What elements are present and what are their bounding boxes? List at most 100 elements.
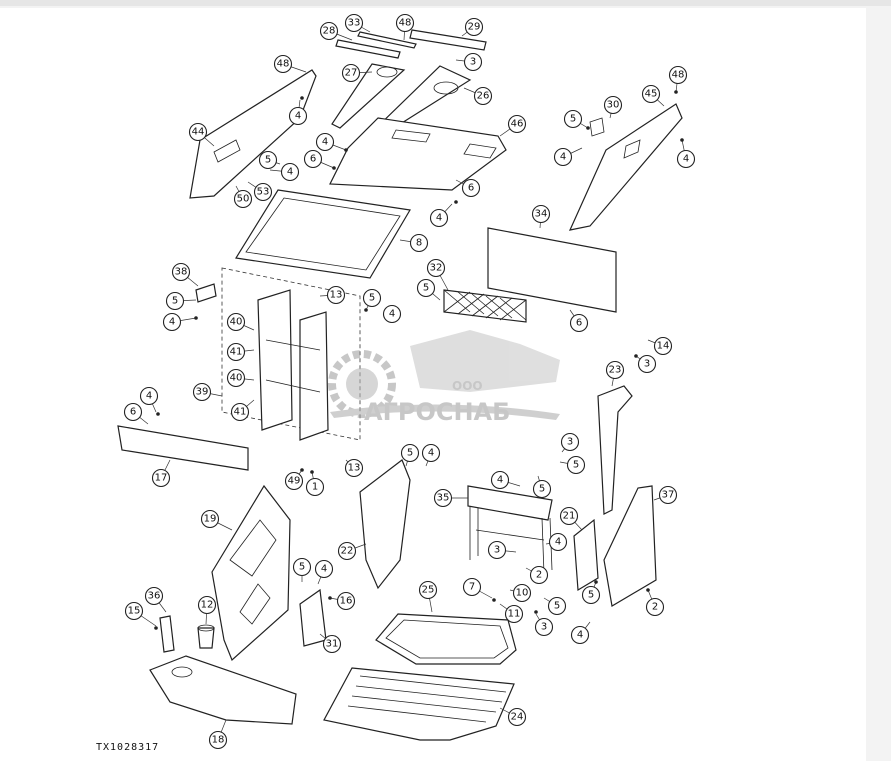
callout: 4 [421,443,441,463]
right-margin-strip [866,8,891,761]
svg-text:4: 4 [322,137,328,148]
top-toolbar-strip [0,0,891,6]
part-28-bracket [335,39,401,59]
svg-text:37: 37 [662,490,675,501]
callout: 8 [409,233,429,253]
callout: 5 [563,109,583,129]
callout: 37 [658,485,678,505]
svg-text:8: 8 [416,238,422,249]
part-12-rim [197,624,215,632]
svg-text:13: 13 [330,290,343,301]
svg-text:34: 34 [535,209,548,220]
callout: 17 [151,468,171,488]
svg-text:45: 45 [645,89,658,100]
part-36-strip [159,615,175,653]
callout: 26 [473,86,493,106]
svg-text:5: 5 [265,155,271,166]
callout: 38 [171,262,191,282]
svg-text:4: 4 [577,630,583,641]
svg-text:2: 2 [536,570,542,581]
callout: 3 [487,540,507,560]
svg-text:39: 39 [196,387,209,398]
callout: 4 [570,625,590,645]
part-17-bar [117,425,249,471]
svg-text:4: 4 [555,537,561,548]
callout: 34 [531,204,551,224]
callout: 13 [344,458,364,478]
callout: 22 [337,541,357,561]
callout: 6 [303,149,323,169]
svg-text:3: 3 [494,545,500,556]
part-31-panel [299,588,327,647]
svg-text:15: 15 [128,606,141,617]
part-24-ribs [347,675,507,723]
svg-text:12: 12 [201,600,214,611]
callout: 6 [461,178,481,198]
svg-text:4: 4 [428,448,434,459]
callout: 33 [344,13,364,33]
svg-text:4: 4 [436,213,442,224]
svg-text:36: 36 [148,591,161,602]
svg-text:17: 17 [155,473,168,484]
callout: 5 [416,278,436,298]
part-18-hole [171,666,193,678]
svg-text:4: 4 [287,167,293,178]
callout: 36 [144,586,164,606]
svg-text:5: 5 [573,460,579,471]
callouts-group: 48 28 33 48 29 3 27 26 4 44 5 4 53 50 4 … [123,13,696,750]
svg-text:35: 35 [437,493,450,504]
callout: 4 [429,208,449,228]
part-44-side-panel [189,69,317,199]
svg-text:40: 40 [230,373,243,384]
callout: 5 [292,557,312,577]
svg-text:18: 18 [212,735,225,746]
svg-text:19: 19 [204,514,217,525]
svg-text:16: 16 [340,596,353,607]
callout: 46 [507,114,527,134]
callout: 3 [463,52,483,72]
callout: 14 [653,336,673,356]
part-44-detail [213,139,241,163]
callout: 27 [341,63,361,83]
svg-text:11: 11 [508,609,521,620]
callout: 31 [322,634,342,654]
part-39-frame-post-right [299,311,329,441]
part-39-frame-outline [221,267,361,441]
callout: 5 [400,443,420,463]
callout: 44 [188,122,208,142]
watermark-harvester-icon [410,330,560,392]
part-25-inner [385,619,509,659]
callout: 4 [553,147,573,167]
part-19-side-panel [211,484,291,662]
svg-text:48: 48 [672,70,685,81]
svg-text:4: 4 [560,152,566,163]
callout: 15 [124,601,144,621]
svg-text:5: 5 [299,562,305,573]
part-8-inner-frame [245,197,401,271]
svg-text:3: 3 [541,622,547,633]
callout: 48 [668,65,688,85]
svg-text:38: 38 [175,267,188,278]
part-32-mesh-pattern [443,289,527,321]
part-35-seat-frame [467,485,553,521]
part-39-frame-post-left [257,289,293,431]
svg-text:4: 4 [295,111,301,122]
callout: 40 [226,368,246,388]
callout: 16 [336,591,356,611]
callout: 49 [284,471,304,491]
svg-text:5: 5 [570,114,576,125]
callout: 3 [637,354,657,374]
part-21-panel [573,518,599,592]
callout: 41 [230,402,250,422]
callout: 3 [560,432,580,452]
callout: 7 [462,577,482,597]
svg-text:29: 29 [468,22,481,33]
svg-text:6: 6 [468,183,474,194]
callout: 25 [418,580,438,600]
svg-text:5: 5 [369,293,375,304]
callout: 4 [139,386,159,406]
svg-text:13: 13 [348,463,361,474]
svg-text:6: 6 [130,407,136,418]
callout: 5 [362,288,382,308]
